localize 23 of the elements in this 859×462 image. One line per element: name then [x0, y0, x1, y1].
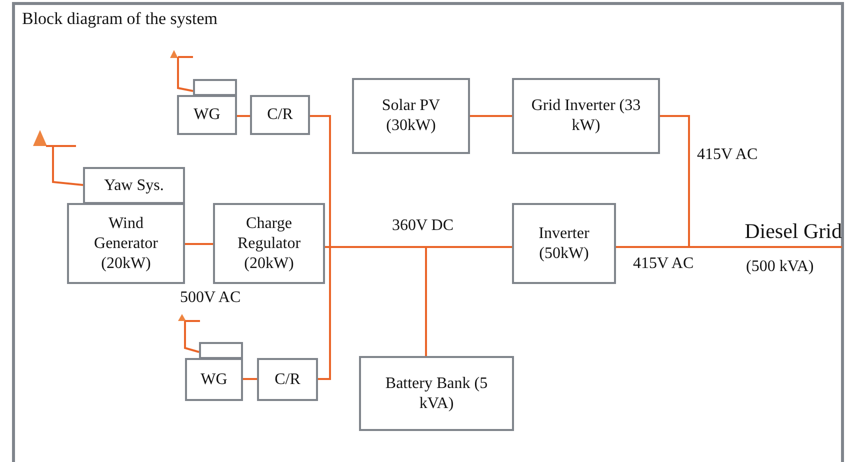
block-box: WG	[177, 95, 237, 135]
diagram-title: Block diagram of the system	[22, 9, 218, 29]
voltage-label: 500V AC	[180, 288, 241, 308]
connector-line	[185, 243, 213, 245]
connector-line	[237, 115, 250, 117]
block-box: Grid Inverter (33 kW)	[512, 78, 660, 154]
connector-line	[470, 115, 512, 117]
block-box: WG	[185, 358, 243, 401]
empty-box	[199, 342, 243, 359]
connector-line	[425, 246, 512, 356]
block-box: Inverter (50kW)	[512, 203, 616, 284]
connector-line	[243, 378, 257, 380]
block-box: Battery Bank (5 kVA)	[359, 356, 514, 431]
capacity-label: (500 kVA)	[746, 257, 814, 277]
block-box: Charge Regulator (20kW)	[213, 203, 325, 284]
block-box: Yaw Sys.	[83, 167, 185, 204]
grid-label: Diesel Grid	[716, 218, 842, 247]
empty-box	[193, 79, 237, 96]
block-box: Wind Generator (20kW)	[67, 203, 185, 284]
block-box: C/R	[257, 358, 318, 401]
block-box: Solar PV (30kW)	[352, 78, 470, 154]
block-box: C/R	[250, 95, 310, 135]
connector-line	[616, 246, 842, 248]
